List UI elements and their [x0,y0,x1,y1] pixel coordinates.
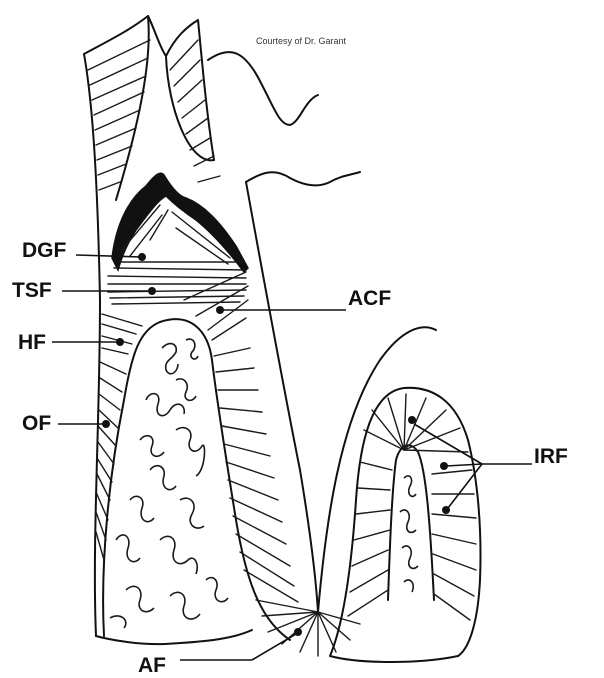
label-tsf: TSF [12,279,156,302]
label-af: AF [138,628,302,677]
af-marker-dot [294,628,302,636]
fiber-hatching [88,40,360,656]
label-irf: IRF [408,416,568,514]
irf-marker-dot-2 [440,462,448,470]
irf-marker-dot-1 [408,416,416,424]
hf-label-text: HF [18,331,46,354]
irf-marker-dot-3 [442,506,450,514]
acf-marker-dot [216,306,224,314]
irf-label-text: IRF [534,445,568,468]
tsf-label-text: TSF [12,279,52,302]
tsf-marker-dot [148,287,156,295]
of-label-text: OF [22,412,51,435]
hf-marker-dot [116,338,124,346]
dgf-label-text: DGF [22,239,67,262]
af-label-text: AF [138,654,166,677]
label-acf: ACF [216,287,391,314]
adjacent-tooth-outline [208,52,436,612]
credit-text: Courtesy of Dr. Garant [256,36,347,46]
of-marker-dot [102,420,110,428]
gingiva-left [84,16,290,644]
dgf-marker-dot [138,253,146,261]
acf-label-text: ACF [348,287,391,310]
label-hf: HF [18,331,124,354]
septum-marrow-pattern [400,476,418,592]
